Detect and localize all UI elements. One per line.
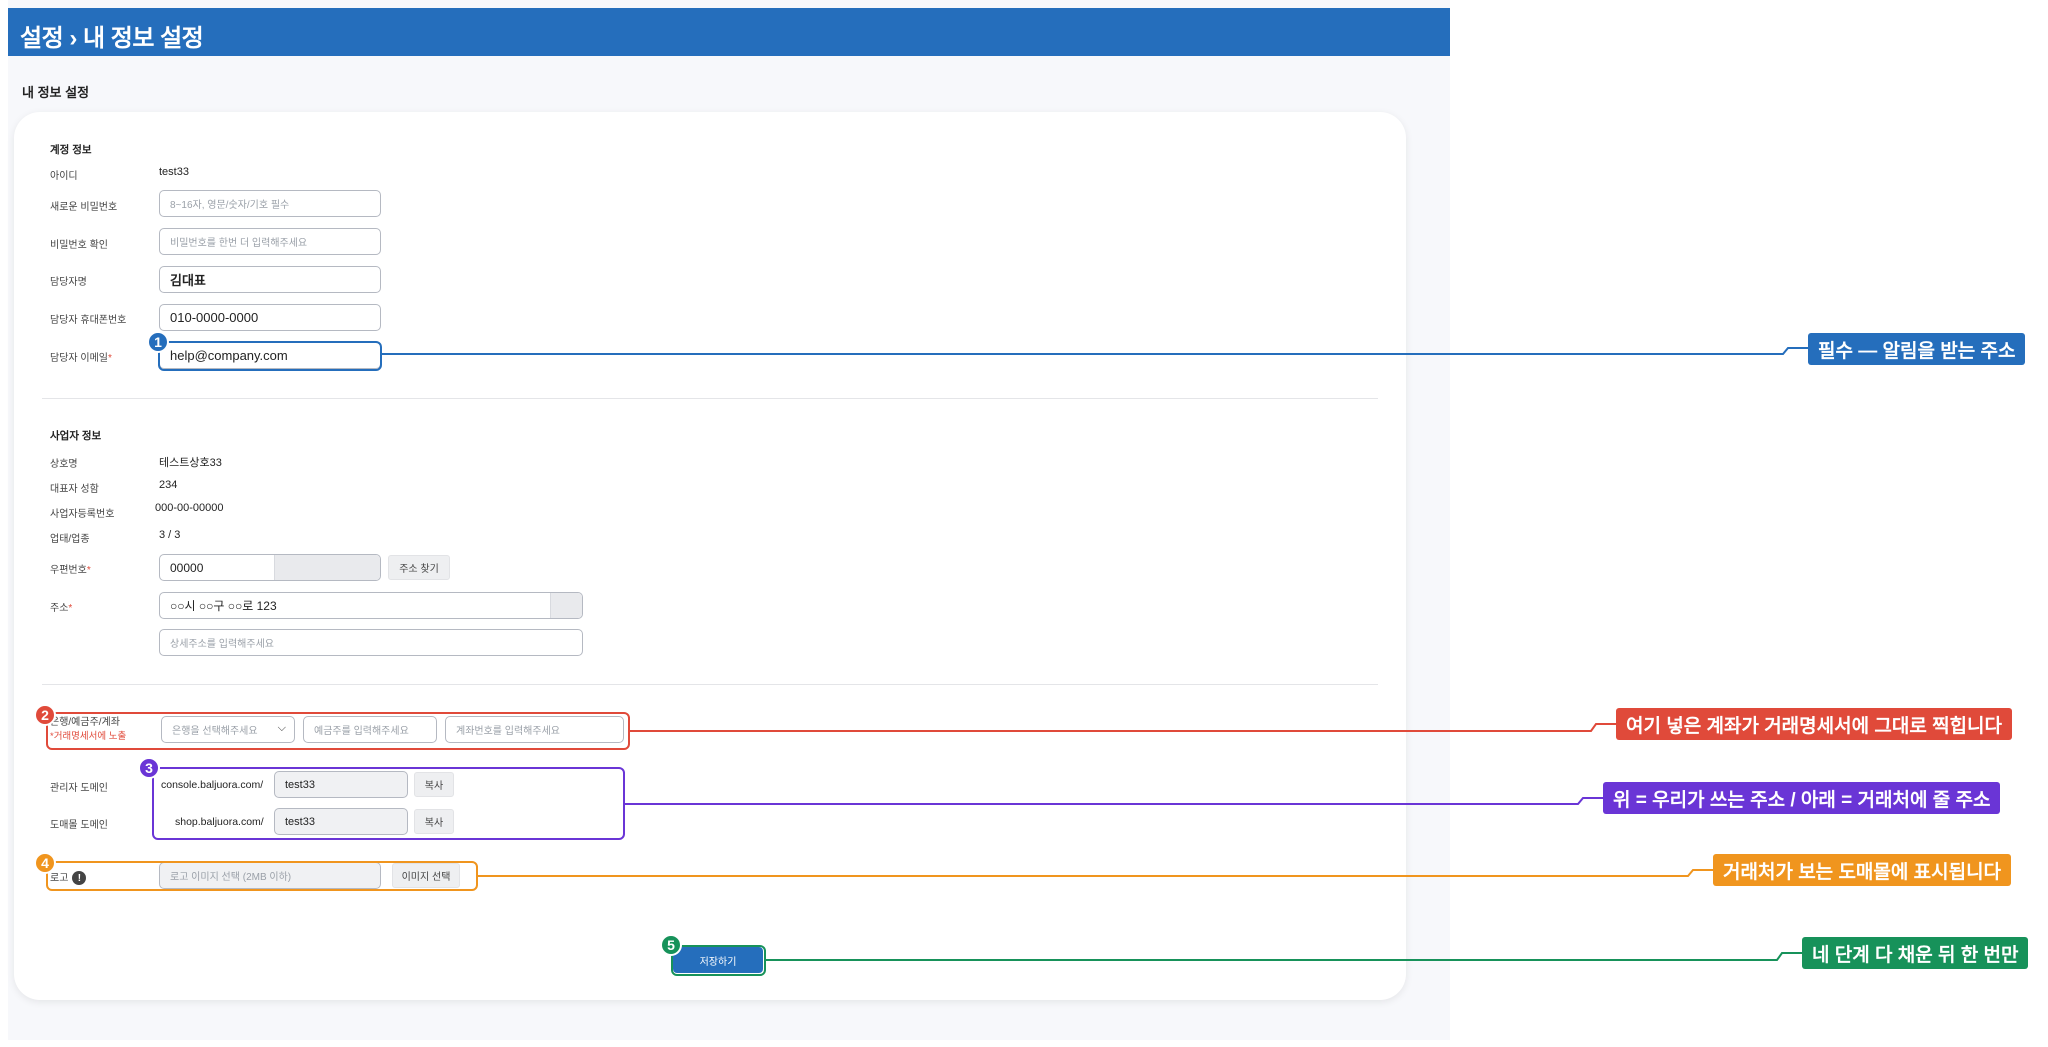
new-password-label: 새로운 비밀번호	[50, 202, 118, 213]
admin-domain-value: test33	[285, 778, 315, 791]
detail-address-input[interactable]: 상세주소를 입력해주세요	[159, 629, 583, 656]
manager-phone-input[interactable]: 010-0000-0000	[159, 304, 381, 331]
company-label: 상호명	[50, 459, 78, 470]
shop-domain-input[interactable]: test33	[274, 808, 408, 835]
address-value: ○○시 ○○구 ○○로 123	[170, 599, 277, 613]
reg-no-label: 사업자등록번호	[50, 509, 115, 520]
ceo-value: 234	[159, 479, 178, 491]
account-holder-placeholder: 예금주를 입력해주세요	[314, 726, 409, 737]
admin-domain-prefix: console.baljuora.com/	[161, 779, 264, 791]
select-image-button[interactable]: 이미지 선택	[392, 863, 460, 888]
logo-file-placeholder: 로고 이미지 선택 (2MB 이하)	[170, 872, 292, 883]
highlight-logo	[46, 861, 478, 891]
business-type-label: 업태/업종	[50, 534, 90, 545]
manager-email-label: 담당자 이메일*	[50, 349, 112, 364]
address-label: 주소*	[50, 599, 72, 614]
bank-label-text: 은행/예금주/계좌	[50, 717, 120, 728]
manager-phone-label: 담당자 휴대폰번호	[50, 315, 127, 326]
section-divider	[42, 398, 1378, 399]
shop-domain-prefix: shop.baljuora.com/	[175, 816, 264, 828]
admin-domain-input[interactable]: test33	[274, 771, 408, 798]
manager-email-input[interactable]: help@company.com	[159, 342, 381, 369]
reg-no-value: 000-00-00000	[155, 502, 224, 514]
section-divider	[42, 684, 1378, 685]
callout-3: 위 = 우리가 쓰는 주소 / 아래 = 거래처에 줄 주소	[1603, 782, 2001, 814]
copy-admin-domain-button[interactable]: 복사	[414, 772, 454, 797]
callout-1: 필수 — 알림을 받는 주소	[1808, 333, 2026, 365]
manager-email-value: help@company.com	[170, 348, 288, 363]
bank-select[interactable]: 은행을 선택해주세요 ⌵	[161, 716, 295, 743]
info-icon[interactable]: !	[72, 871, 87, 886]
callout-5: 네 단계 다 채운 뒤 한 번만	[1802, 937, 2029, 969]
account-section-title: 계정 정보	[50, 144, 92, 156]
address-input-addon	[550, 593, 582, 618]
highlight-save	[671, 945, 766, 976]
zip-value: 00000	[170, 560, 204, 575]
chevron-down-icon: ⌵	[277, 722, 286, 734]
zip-label: 우편번호*	[50, 561, 91, 576]
address-label-text: 주소	[50, 603, 69, 614]
manager-name-label: 담당자명	[50, 277, 87, 288]
ceo-label: 대표자 성함	[50, 484, 99, 495]
shop-domain-value: test33	[285, 815, 315, 828]
confirm-password-label: 비밀번호 확인	[50, 240, 108, 251]
manager-name-value: 김대표	[170, 273, 206, 288]
step-badge-1: 1	[147, 331, 169, 353]
step-badge-5: 5	[660, 934, 682, 956]
company-value: 테스트상호33	[159, 457, 222, 469]
account-number-input[interactable]: 계좌번호를 입력해주세요	[445, 716, 624, 743]
logo-label: 로고!	[50, 869, 87, 886]
bank-select-placeholder: 은행을 선택해주세요	[172, 726, 258, 737]
required-asterisk: *	[68, 603, 73, 614]
page-title: 내 정보 설정	[22, 85, 90, 100]
account-holder-input[interactable]: 예금주를 입력해주세요	[303, 716, 437, 743]
address-input[interactable]: ○○시 ○○구 ○○로 123	[159, 592, 583, 619]
confirm-password-input[interactable]: 비밀번호를 한번 더 입력해주세요	[159, 228, 381, 255]
step-badge-3: 3	[138, 757, 160, 779]
required-asterisk: *	[86, 565, 91, 576]
step-badge-4: 4	[34, 852, 56, 874]
required-asterisk: *	[107, 353, 112, 364]
zip-label-text: 우편번호	[50, 565, 87, 576]
callout-2: 여기 넣은 계좌가 거래명세서에 그대로 찍힙니다	[1616, 708, 2012, 740]
zip-input-addon	[274, 555, 380, 580]
highlight-domains	[152, 767, 625, 840]
new-password-placeholder: 8~16자, 영문/숫자/기호 필수	[170, 200, 290, 211]
bank-sublabel: *거래명세서에 노출	[50, 731, 127, 742]
step-badge-2: 2	[34, 704, 56, 726]
zip-input[interactable]: 00000	[159, 554, 381, 581]
manager-email-label-text: 담당자 이메일	[50, 353, 108, 364]
new-password-input[interactable]: 8~16자, 영문/숫자/기호 필수	[159, 190, 381, 217]
account-number-placeholder: 계좌번호를 입력해주세요	[456, 726, 560, 737]
highlight-email	[158, 341, 382, 371]
save-button[interactable]: 저장하기	[673, 947, 763, 973]
copy-shop-domain-button[interactable]: 복사	[414, 809, 454, 834]
breadcrumb-title: 설정 › 내 정보 설정	[20, 25, 204, 52]
logo-label-text: 로고	[50, 873, 69, 884]
detail-address-placeholder: 상세주소를 입력해주세요	[170, 639, 274, 650]
admin-domain-label: 관리자 도메인	[50, 783, 108, 794]
business-section-title: 사업자 정보	[50, 430, 102, 442]
highlight-bank	[46, 712, 630, 750]
top-header-bar: 설정 › 내 정보 설정	[8, 8, 1450, 56]
id-value: test33	[159, 166, 189, 178]
shop-domain-label: 도매몰 도메인	[50, 820, 108, 831]
id-label: 아이디	[50, 171, 78, 182]
find-address-button[interactable]: 주소 찾기	[388, 555, 450, 580]
manager-name-input[interactable]: 김대표	[159, 266, 381, 293]
callout-4: 거래처가 보는 도매몰에 표시됩니다	[1713, 854, 2012, 886]
business-type-value: 3 / 3	[159, 529, 181, 541]
bank-label: 은행/예금주/계좌 *거래명세서에 노출	[50, 716, 126, 744]
confirm-password-placeholder: 비밀번호를 한번 더 입력해주세요	[170, 238, 308, 249]
manager-phone-value: 010-0000-0000	[170, 310, 259, 325]
